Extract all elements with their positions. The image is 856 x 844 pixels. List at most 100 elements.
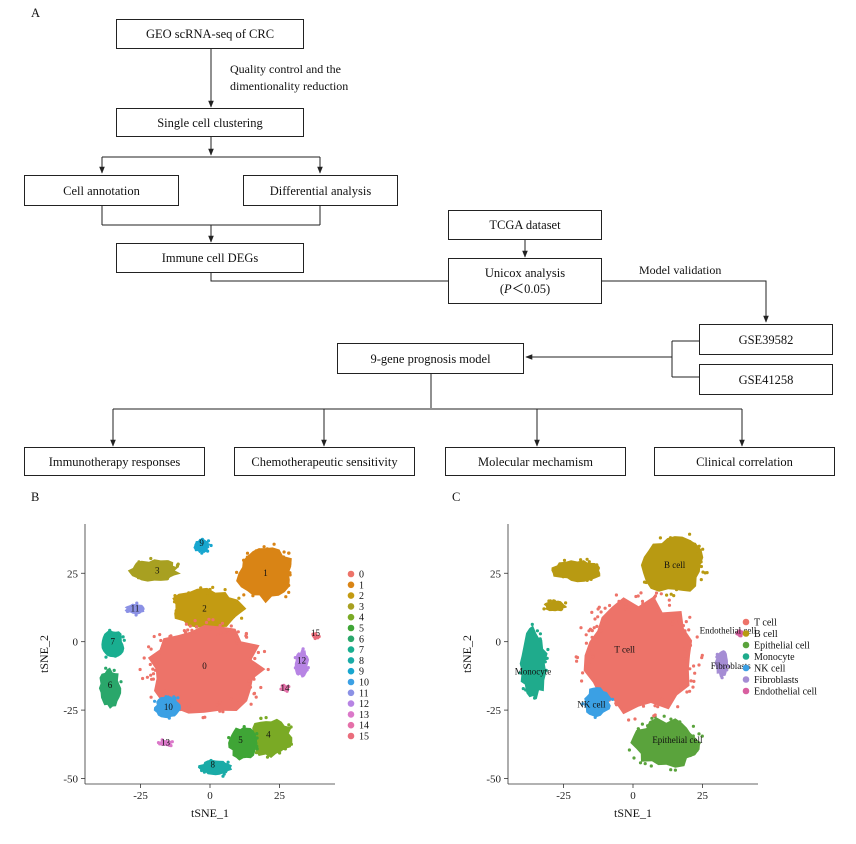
cluster-point-t-cell [675, 622, 679, 627]
cluster-point-t-cell [685, 690, 689, 694]
cluster-point-t-cell [593, 678, 597, 682]
cluster-point-1 [251, 594, 255, 598]
cluster-point-10 [167, 716, 171, 720]
cluster-point-monocyte [538, 638, 542, 642]
panel-a-label: A [31, 6, 41, 20]
cluster-5 [228, 727, 258, 761]
legend-label: 11 [359, 688, 369, 699]
cluster-point-1 [257, 548, 261, 552]
cluster-point-4 [259, 716, 263, 720]
cluster-point-t-cell [629, 608, 634, 612]
cluster-point-0 [245, 635, 249, 639]
cluster-point-5 [227, 736, 231, 740]
cluster-point-epithelial [669, 717, 673, 721]
cluster-point-b-cell-b [705, 571, 709, 575]
cluster-point-b-cell-a [585, 557, 589, 561]
cluster-label: 15 [311, 628, 321, 638]
cluster-point-1 [245, 551, 250, 555]
y-tick-label: -25 [486, 705, 501, 717]
cluster-label: Fibroblasts [711, 661, 752, 671]
cluster-point-t-cell [688, 615, 692, 619]
cluster-point-t-cell [580, 679, 584, 683]
cluster-point-b-cell-b [649, 550, 653, 554]
cluster-point-0 [184, 622, 188, 626]
cluster-point-t-cell [641, 704, 646, 708]
cluster-point-t-cell [624, 607, 628, 611]
cluster-point-0 [152, 634, 156, 639]
cluster-point-b-cell-a [585, 578, 589, 582]
cluster-point-14 [285, 689, 289, 693]
cluster-point-b-cell-b [648, 582, 652, 586]
cluster-point-b-cell-b [693, 542, 697, 546]
cluster-point-0 [235, 639, 239, 643]
legend-swatch [347, 570, 355, 578]
cluster-point-0 [218, 623, 222, 628]
cluster-point-0 [211, 618, 215, 622]
cluster-point-11 [135, 601, 139, 605]
cluster-point-epithelial [691, 734, 695, 738]
cluster-point-t-cell [587, 649, 591, 653]
cluster-point-11 [141, 607, 145, 611]
x-tick-label: 0 [630, 790, 636, 802]
cluster-point-7 [108, 628, 112, 632]
cluster-point-2 [172, 600, 177, 604]
cluster-point-9 [206, 549, 210, 553]
cluster-point-1 [284, 595, 288, 599]
cluster-point-4 [278, 751, 282, 755]
legend-swatch [347, 700, 355, 707]
cluster-point-b-cell-b [665, 593, 669, 597]
cluster-point-t-cell [688, 643, 693, 647]
cluster-label: 8 [211, 760, 216, 770]
cluster-point-1 [272, 542, 276, 546]
cluster-point-0 [151, 667, 155, 671]
cluster-point-epithelial [678, 720, 682, 724]
cluster-point-t-cell [624, 605, 628, 609]
cluster-point-0 [229, 624, 233, 628]
cluster-point-4 [265, 755, 270, 759]
cluster-t-cell [583, 596, 693, 715]
cluster-point-t-cell [684, 620, 688, 624]
cluster-point-monocyte [543, 660, 547, 664]
x-tick-label: 25 [274, 790, 286, 802]
cluster-8 [197, 759, 233, 776]
cluster-point-t-cell [677, 619, 681, 624]
legend-swatch [742, 676, 750, 683]
legend-swatch [347, 657, 355, 664]
cluster-point-0 [248, 685, 253, 689]
cluster-point-0 [252, 691, 257, 695]
cluster-point-t-cell [619, 705, 623, 709]
cluster-0 [147, 625, 266, 714]
cluster-point-monocyte [530, 627, 534, 631]
cluster-point-t-cell [660, 697, 664, 701]
cluster-point-0 [161, 693, 165, 697]
cluster-point-monocyte [521, 687, 525, 691]
cluster-point-b-cell-a [587, 560, 591, 564]
cluster-point-t-cell [687, 628, 691, 632]
cluster-point-t-cell [633, 717, 637, 721]
cluster-point-t-cell [655, 608, 659, 612]
y-tick-label: 25 [67, 568, 79, 580]
cluster-point-7 [114, 631, 118, 636]
cluster-point-5 [254, 741, 258, 746]
cluster-point-t-cell [595, 624, 599, 628]
cluster-point-epithelial [643, 762, 647, 766]
legend-label: 5 [359, 624, 364, 635]
cluster-point-6 [112, 701, 116, 705]
cluster-point-14 [282, 683, 286, 687]
cluster-point-0 [236, 692, 240, 697]
legend-swatch [347, 635, 355, 643]
cluster-nk-cell [584, 687, 612, 717]
cluster-point-b-cell-b [669, 592, 673, 596]
cluster-point-nk-cell [608, 697, 612, 701]
legend-swatch [347, 732, 355, 740]
legend-label: 0 [359, 570, 364, 581]
legend-swatch [347, 646, 355, 653]
cluster-point-t-cell [700, 653, 704, 657]
cluster-10 [153, 695, 181, 719]
cluster-point-1 [242, 593, 246, 597]
cluster-point-t-cell [588, 667, 592, 671]
cluster-point-t-cell [614, 701, 618, 705]
cluster-point-b-cell-b [674, 588, 679, 592]
legend-swatch [742, 641, 750, 649]
